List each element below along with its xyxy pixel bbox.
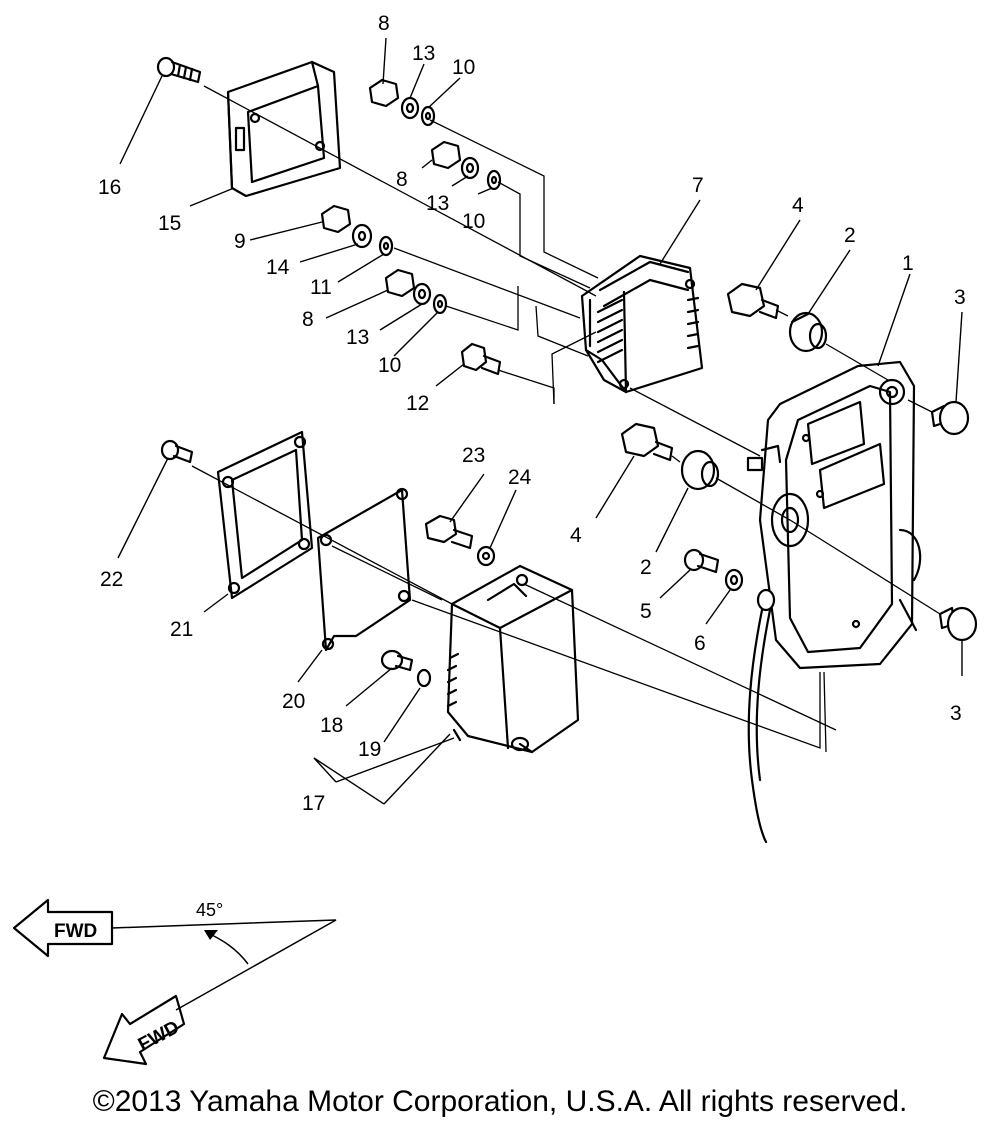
- part-12-bolt: [462, 344, 500, 374]
- callout-13-b: 13: [426, 192, 449, 215]
- part-19-washer: [418, 670, 430, 686]
- part-23-bolt: [426, 516, 472, 548]
- callout-20: 20: [282, 690, 305, 713]
- callout-14: 14: [266, 256, 290, 279]
- fwd-arrow-rotated-icon: [104, 996, 184, 1064]
- callout-labels: 8 13 10 16 15 8 13 10 9 14 11 8 13 10 12…: [98, 12, 966, 815]
- callout-22: 22: [100, 568, 123, 591]
- part-2-grommet-upper: [790, 313, 826, 351]
- angle-arrowhead-icon: [204, 930, 218, 940]
- callout-2-a: 2: [844, 224, 856, 247]
- callout-13-a: 13: [412, 42, 435, 65]
- callout-8-b: 8: [396, 168, 408, 191]
- callout-2-b: 2: [640, 556, 652, 579]
- copyright-notice: ©2013 Yamaha Motor Corporation, U.S.A. A…: [92, 1085, 908, 1118]
- callout-17: 17: [302, 792, 325, 815]
- callout-7: 7: [692, 174, 704, 197]
- callout-10-b: 10: [462, 210, 485, 233]
- part-4-bolt-lower: [622, 424, 672, 460]
- part-7-module: [582, 256, 702, 392]
- part-2-grommet-lower: [682, 451, 718, 489]
- callout-4-b: 4: [570, 524, 582, 547]
- part-21-gasket: [218, 432, 312, 598]
- callout-8-c: 8: [302, 308, 314, 331]
- callout-10-c: 10: [378, 354, 401, 377]
- part-4-bolt-upper: [728, 284, 778, 318]
- part-22-screw: [162, 441, 192, 462]
- part-17-unit-box: [448, 566, 578, 752]
- upper-hardware-row-3: [322, 206, 392, 255]
- callout-9: 9: [234, 230, 246, 253]
- callout-5: 5: [640, 600, 652, 623]
- callout-15: 15: [158, 212, 181, 235]
- callout-3-a: 3: [954, 286, 966, 309]
- part-20-plate: [318, 489, 410, 650]
- callout-23: 23: [462, 444, 485, 467]
- part-5-screw: [685, 550, 718, 572]
- callout-24: 24: [508, 466, 532, 489]
- callout-3-b: 3: [950, 702, 962, 725]
- assembly-lines: [192, 86, 940, 752]
- callout-21: 21: [170, 618, 193, 641]
- fwd-label: FWD: [54, 921, 97, 942]
- callout-19: 19: [358, 738, 381, 761]
- callout-8-a: 8: [378, 12, 390, 35]
- callout-13-c: 13: [346, 326, 369, 349]
- callout-12: 12: [406, 392, 429, 415]
- part-3-cap-lower: [940, 608, 976, 640]
- callout-18: 18: [320, 714, 343, 737]
- callout-1: 1: [902, 252, 914, 275]
- ground-wire: [749, 590, 774, 842]
- part-6-washer: [726, 570, 742, 590]
- callout-16: 16: [98, 176, 121, 199]
- callout-4-a: 4: [792, 194, 804, 217]
- part-18-bolt: [382, 651, 412, 670]
- angle-label: 45°: [196, 900, 223, 920]
- part-3-cap-upper: [932, 402, 968, 434]
- upper-hardware-row-4: [386, 270, 446, 313]
- part-1-main-bracket: [748, 362, 920, 668]
- upper-hardware-row-1: [370, 80, 434, 125]
- callout-10-a: 10: [452, 56, 475, 79]
- leader-lines: [118, 38, 962, 804]
- callout-11: 11: [310, 276, 332, 299]
- part-24-washer: [478, 547, 494, 565]
- fwd-direction-indicator: FWD FWD 45°: [14, 900, 336, 1064]
- part-16-screw: [158, 58, 200, 82]
- upper-hardware-row-2: [432, 142, 500, 189]
- callout-6: 6: [694, 632, 706, 655]
